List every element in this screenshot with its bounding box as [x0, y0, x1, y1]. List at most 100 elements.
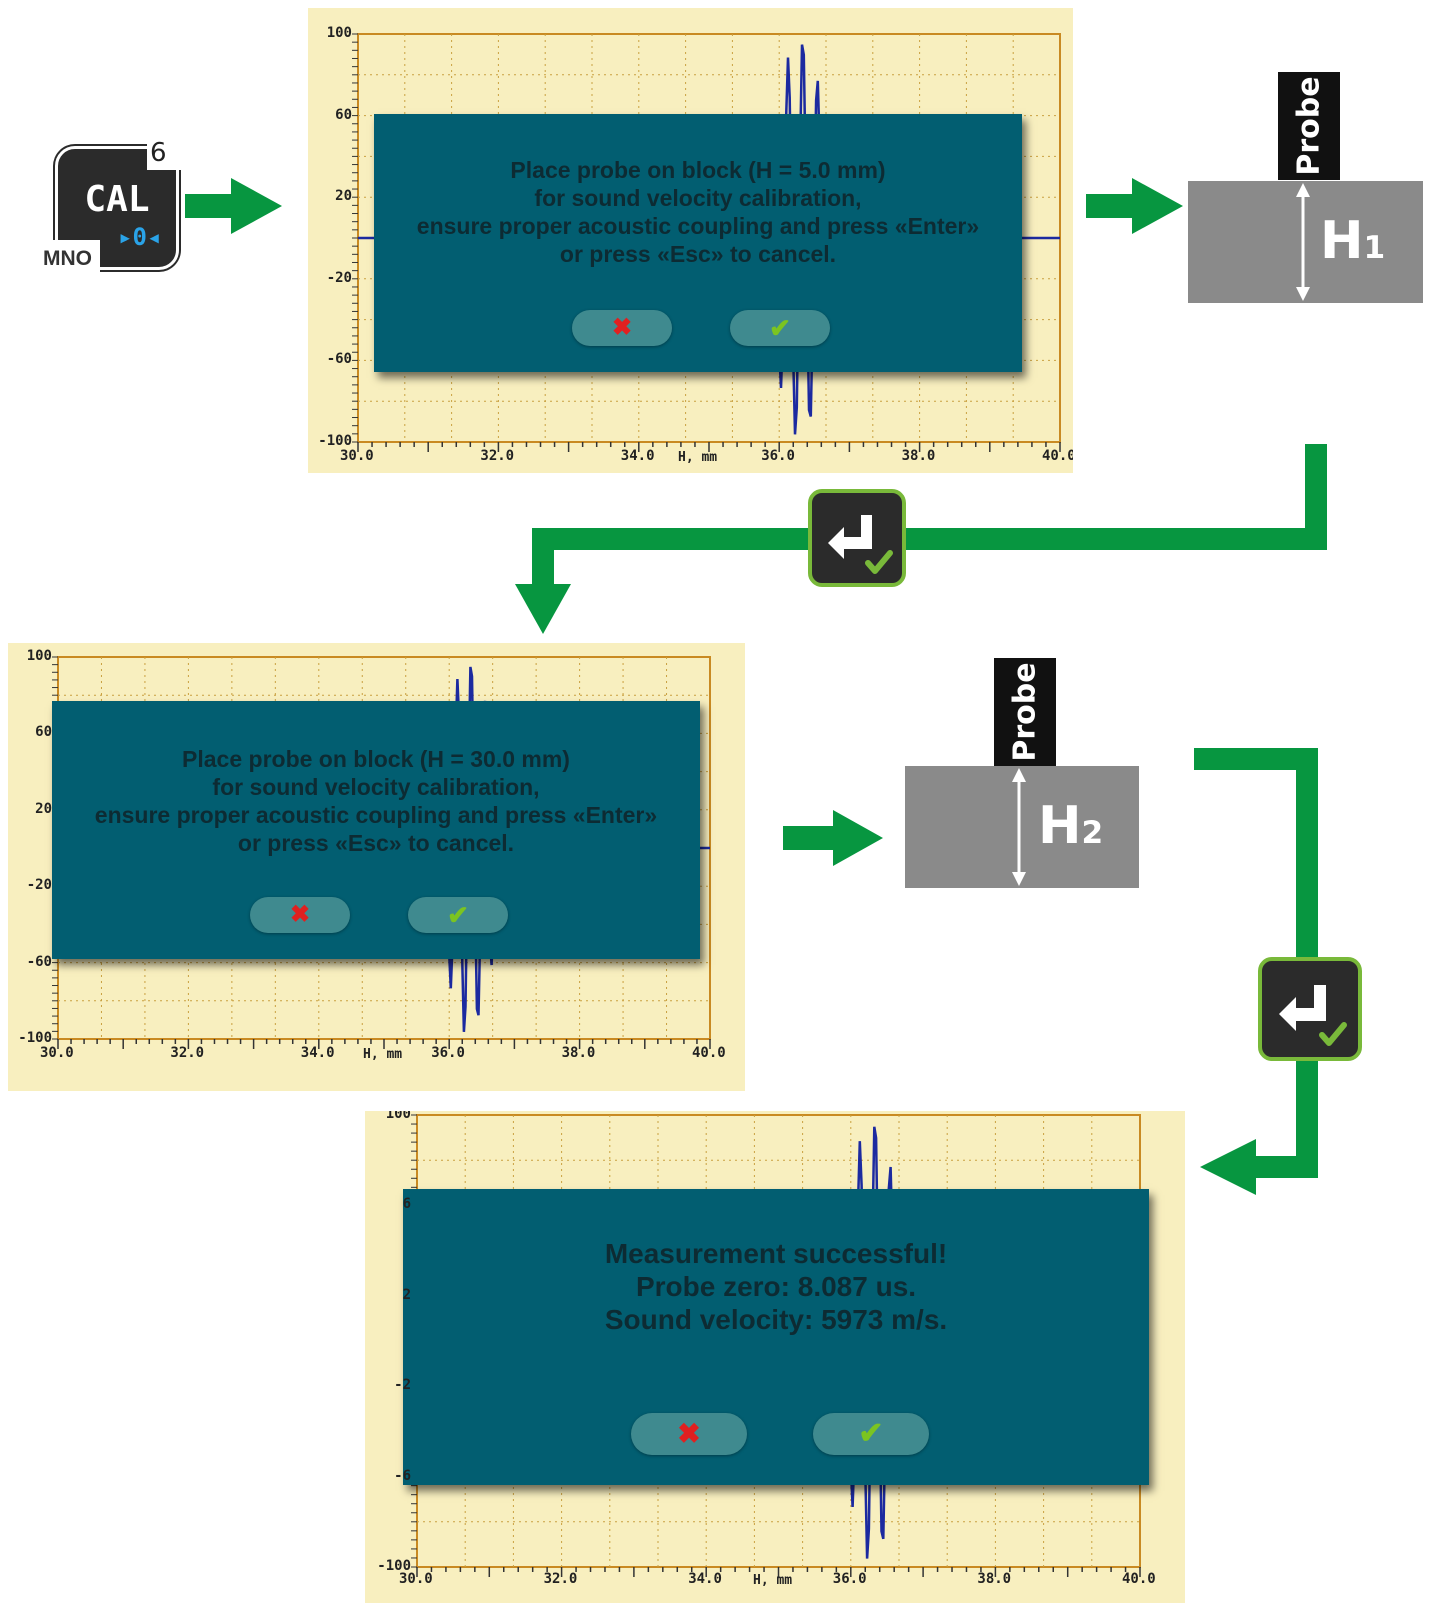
enter-check-icon	[1279, 985, 1347, 1046]
cross-icon: ✖	[677, 1418, 701, 1449]
cal-key-notch-bl	[40, 240, 100, 274]
x-tick-label: 36.0	[761, 448, 795, 464]
dialog-message: Measurement successful! Probe zero: 8.08…	[403, 1237, 1149, 1336]
y-tick-label: 6	[402, 1196, 411, 1213]
cal-key-letters: MNO	[43, 247, 92, 270]
dialog-line-1: Place probe on block (H = 5.0 mm)	[510, 157, 886, 183]
result-dialog: Measurement successful! Probe zero: 8.08…	[403, 1189, 1149, 1485]
dialog-line-1: Place probe on block (H = 30.0 mm)	[182, 746, 570, 772]
y-tick-label: -20	[26, 877, 52, 894]
y-tick-label: 100	[26, 648, 52, 664]
x-tick-label: 30.0	[399, 1571, 433, 1587]
play-right-icon: ▸	[118, 223, 133, 251]
x-tick-label: 40.0	[1042, 448, 1073, 464]
zero-digit: 0	[132, 223, 147, 251]
probe-2: Probe	[994, 658, 1056, 766]
screen-1: Place probe on block (H = 5.0 mm) for so…	[308, 8, 1073, 473]
height-subscript: 1	[1363, 230, 1386, 266]
x-tick-label: 32.0	[480, 448, 515, 464]
y-tick-label: 60	[35, 724, 52, 741]
y-tick-label: 2	[402, 1286, 411, 1303]
probe-1: Probe	[1278, 72, 1340, 180]
x-tick-label: 40.0	[1122, 1571, 1156, 1587]
cancel-button[interactable]: ✖	[250, 897, 350, 933]
y-tick-label: -2	[394, 1377, 411, 1394]
dialog-line-4: or press «Esc» to cancel.	[559, 241, 837, 267]
height-arrow-icon	[1296, 183, 1310, 301]
y-tick-label: 60	[335, 106, 352, 123]
cal-key-top-digit: 6	[150, 138, 167, 168]
probe-2-label: Probe	[1007, 662, 1043, 762]
cal-key-notch	[147, 140, 181, 170]
calibration-dialog-1: Place probe on block (H = 5.0 mm) for so…	[374, 114, 1022, 372]
cal-key-label: CAL	[84, 179, 150, 220]
cross-icon: ✖	[611, 314, 633, 341]
arrow-right-3	[783, 810, 883, 866]
dialog-message: Place probe on block (H = 5.0 mm) for so…	[374, 156, 1022, 268]
height-label-1: H1	[1320, 211, 1385, 271]
y-tick-label: -6	[394, 1467, 411, 1484]
dialog-line-3: ensure proper acoustic coupling and pres…	[94, 802, 658, 828]
dialog-line-2: Probe zero: 8.087 us.	[635, 1271, 917, 1302]
cross-icon: ✖	[289, 901, 311, 928]
height-subscript: 2	[1081, 815, 1104, 851]
dialog-line-2: for sound velocity calibration,	[212, 774, 540, 800]
screen-2: Place probe on block (H = 30.0 mm) for s…	[8, 643, 745, 1091]
x-tick-label: 38.0	[901, 448, 936, 464]
x-tick-label: 34.0	[688, 1571, 722, 1587]
x-tick-label: 30.0	[340, 448, 374, 464]
screen-3: Measurement successful! Probe zero: 8.08…	[365, 1111, 1185, 1603]
confirm-button[interactable]: ✔	[408, 897, 508, 933]
x-tick-label: 32.0	[170, 1045, 205, 1061]
x-tick-label: 38.0	[977, 1571, 1012, 1587]
enter-key-2	[1258, 957, 1362, 1061]
height-label-2: H2	[1038, 796, 1103, 856]
test-block-1: H1	[1188, 181, 1423, 303]
check-icon: ✔	[447, 900, 469, 930]
confirm-button[interactable]: ✔	[813, 1413, 929, 1455]
x-axis-name: H, mm	[678, 450, 718, 465]
y-tick-label: -100	[377, 1558, 411, 1574]
arrow-right-2	[1086, 178, 1183, 234]
test-block-2: H2	[905, 766, 1139, 888]
y-tick-label: -20	[326, 269, 352, 286]
enter-key-1	[808, 489, 906, 587]
check-icon: ✔	[858, 1417, 884, 1450]
arrow-right-1	[185, 178, 282, 234]
probe-1-label: Probe	[1291, 76, 1327, 176]
x-tick-label: 38.0	[561, 1045, 596, 1061]
y-tick-label: 100	[326, 25, 352, 41]
confirm-button[interactable]: ✔	[730, 310, 830, 346]
height-arrow-icon	[1012, 768, 1026, 886]
dialog-line-2: for sound velocity calibration,	[534, 185, 862, 211]
height-letter: H	[1320, 211, 1364, 271]
enter-check-icon	[828, 515, 893, 574]
dialog-line-1: Measurement successful!	[604, 1238, 948, 1269]
dialog-line-4: or press «Esc» to cancel.	[237, 830, 515, 856]
dialog-message: Place probe on block (H = 30.0 mm) for s…	[52, 745, 700, 857]
y-tick-label: -100	[318, 433, 352, 449]
y-tick-label: 20	[335, 188, 352, 205]
y-tick-label: 20	[35, 800, 52, 817]
x-axis-name: H, mm	[363, 1047, 403, 1062]
x-tick-label: 34.0	[620, 448, 655, 464]
cal-key-zero-symbol: ▸0◂	[118, 223, 161, 251]
y-tick-label: -60	[326, 351, 352, 368]
x-tick-label: 36.0	[832, 1571, 867, 1587]
dialog-line-3: ensure proper acoustic coupling and pres…	[416, 213, 980, 239]
check-icon: ✔	[769, 313, 791, 343]
cancel-button[interactable]: ✖	[631, 1413, 747, 1455]
cancel-button[interactable]: ✖	[572, 310, 672, 346]
x-tick-label: 40.0	[692, 1045, 726, 1061]
y-tick-label: -60	[26, 953, 52, 970]
x-tick-label: 30.0	[40, 1045, 74, 1061]
x-tick-label: 36.0	[431, 1045, 465, 1061]
y-tick-label: -100	[18, 1030, 52, 1046]
x-tick-label: 34.0	[300, 1045, 335, 1061]
y-tick-label: 100	[385, 1111, 411, 1122]
play-left-icon: ◂	[146, 223, 162, 251]
x-tick-label: 32.0	[543, 1571, 578, 1587]
calibration-dialog-2: Place probe on block (H = 30.0 mm) for s…	[52, 701, 700, 959]
height-letter: H	[1038, 796, 1082, 856]
x-axis-name: H, mm	[753, 1573, 793, 1588]
